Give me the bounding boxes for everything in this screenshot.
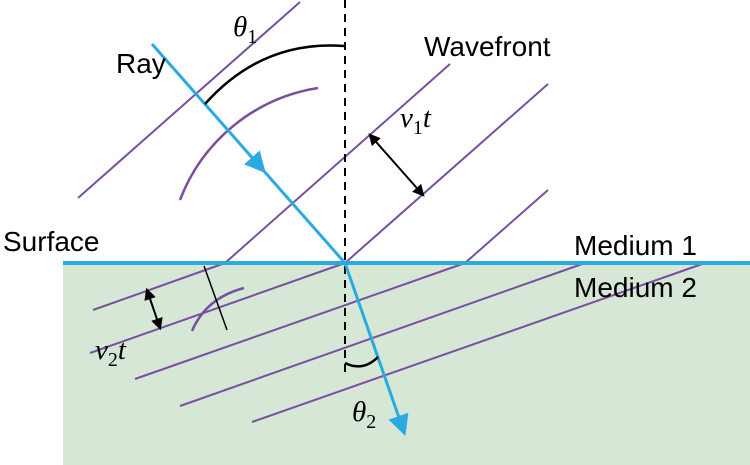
v1t-label: v1t: [400, 102, 432, 139]
theta1-label: θ1: [233, 11, 257, 48]
ray-label: Ray: [116, 48, 166, 79]
wavefront-line: [89, 262, 346, 354]
v2t-double-arrow: [144, 287, 163, 331]
wavefront-line: [251, 262, 706, 423]
theta2-angle-arc: [344, 356, 379, 368]
medium2-label: Medium 2: [574, 272, 697, 303]
medium1-label: Medium 1: [574, 230, 697, 261]
wavefront-label: Wavefront: [424, 31, 551, 62]
surface-label: Surface: [3, 226, 100, 257]
refracted-ray: [343, 262, 409, 436]
wavelet-arc-small: [190, 286, 245, 332]
wavefront-line: [179, 262, 586, 407]
theta1-angle-arc: [204, 44, 345, 105]
wavefront-line: [464, 189, 549, 264]
wavefront-line: [92, 262, 226, 311]
v2t-label: v2t: [95, 334, 127, 371]
wavefronts-medium1: [77, 1, 549, 264]
v1t-double-arrow: [368, 133, 425, 197]
wavefront-line: [77, 1, 301, 199]
wavefront-line: [224, 63, 451, 264]
wavefronts-medium2: [89, 262, 706, 423]
wavelet-radius-line: [203, 265, 228, 331]
wavefront-line: [134, 262, 466, 380]
incident-ray-continuation: [261, 169, 347, 264]
incident-ray: [150, 43, 266, 174]
wavefront-line: [344, 83, 549, 264]
theta2-label: θ2: [352, 396, 376, 433]
wavelet-arc-large: [178, 86, 319, 201]
